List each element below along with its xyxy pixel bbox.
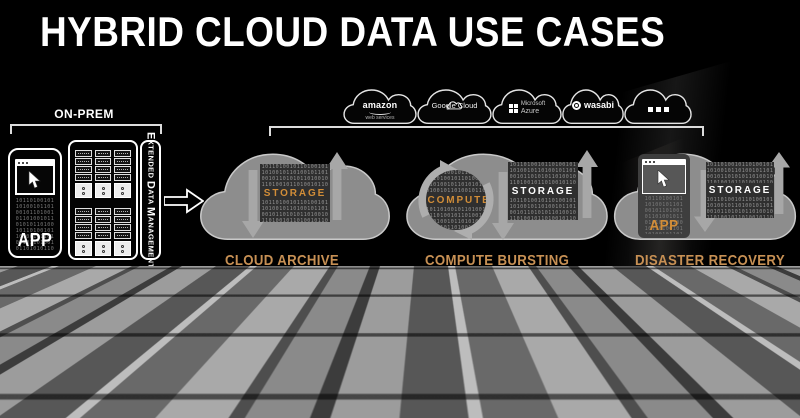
storage-module: 1011010010110100101101001011010010110100… xyxy=(508,162,578,220)
wasabi-logo: wasabi xyxy=(562,100,624,111)
binary-texture: 1011010010110100101101001011010010110100… xyxy=(15,198,55,251)
server-rack-group xyxy=(75,208,132,256)
use-case-paragraph: Copying data from a private cloud to a p… xyxy=(635,280,799,318)
storage-label: STORAGE xyxy=(509,184,577,198)
cloud-outline-icon xyxy=(343,86,417,126)
wasabi-icon xyxy=(571,101,581,111)
cloud-outline-icon xyxy=(562,86,624,126)
use-case-disaster-recovery: DISASTER RECOVERY Copying data from a pr… xyxy=(635,252,799,392)
provider-cloud-google: Google Cloud xyxy=(417,86,492,126)
storage-label: STORAGE xyxy=(261,186,329,200)
public-cloud-providers: amazon web services Google Cloud Microso… xyxy=(343,86,692,126)
cloud-archive-cloud: 1011010010110100101101001011010010110100… xyxy=(198,144,392,246)
server-rack xyxy=(114,150,132,198)
app-label: APP xyxy=(649,217,679,234)
rack-unit xyxy=(94,183,112,198)
google-cloud-label: Google Cloud xyxy=(431,101,478,111)
google-cloud-logo: Google Cloud xyxy=(417,101,492,110)
google-cloud-icon xyxy=(446,101,463,110)
aws-logo: amazon web services xyxy=(343,101,417,121)
server-rack xyxy=(114,208,132,256)
use-case-heading: COMPUTE BURSTING xyxy=(425,252,570,269)
azure-line2: Azure xyxy=(520,107,540,115)
compute-module: 1011010010110100101101001011010010110100… xyxy=(426,170,486,230)
floor-shade xyxy=(0,266,800,418)
rack-unit xyxy=(114,183,132,198)
page-title: HYBRID CLOUD DATA USE CASES xyxy=(40,8,666,55)
compute-label: COMPUTE xyxy=(427,193,486,207)
provider-cloud-aws: amazon web services xyxy=(343,86,417,126)
server-room-floor xyxy=(0,266,800,418)
app-label: APP xyxy=(17,230,53,250)
on-prem-label: ON-PREM xyxy=(54,107,114,121)
server-rack xyxy=(94,150,112,198)
on-prem-servers-block xyxy=(68,140,138,260)
bottom-bar xyxy=(0,402,800,418)
window-titlebar xyxy=(15,159,55,166)
use-case-cloud-archive: CLOUD ARCHIVE Moving data from a private… xyxy=(225,252,376,405)
aws-subtext: web services xyxy=(365,115,395,122)
storage-module: 1011010010110100101101001011010010110100… xyxy=(706,162,774,218)
use-case-paragraph: Move a subset of data from a private clo… xyxy=(425,280,601,331)
provider-cloud-azure: Microsoft Azure xyxy=(492,86,562,126)
rack-unit xyxy=(94,241,112,256)
server-rack xyxy=(75,208,92,256)
server-rack xyxy=(94,208,112,256)
use-case-paragraph: Allows users to leverage the power of pu… xyxy=(425,342,597,406)
server-rack xyxy=(75,150,92,198)
cursor-icon xyxy=(657,170,670,188)
binary-texture: 1011010010110100101101001011010010110100… xyxy=(261,164,329,186)
binary-texture: 1011010010110100101101001011010010110100… xyxy=(509,198,577,220)
aws-smile-icon xyxy=(369,109,391,116)
flow-arrow-icon xyxy=(164,188,204,214)
rack-unit xyxy=(75,183,92,198)
binary-texture: 1011010010110100101101001011010010110100… xyxy=(261,200,329,222)
app-module: 1011010010110100101101001011010010110100… xyxy=(638,154,690,238)
use-case-paragraph: Allows users in verticals such as health… xyxy=(225,329,372,394)
wasabi-label: wasabi xyxy=(583,100,614,111)
compute-bursting-cloud: 1011010010110100101101001011010010110100… xyxy=(404,144,610,246)
edm-label: EXTENDED DATA MANAGEMENT xyxy=(144,131,157,269)
provider-cloud-wasabi: wasabi xyxy=(562,86,624,126)
binary-texture: 1011010010110100101101001011010010110100… xyxy=(426,170,486,193)
more-providers: ... xyxy=(624,101,692,113)
server-rack-group xyxy=(75,150,132,198)
app-binary-panel: 1011010010110100101101001011010010110100… xyxy=(643,196,685,234)
cloud-outline-icon xyxy=(417,86,492,126)
disaster-recovery-cloud: 1011010010110100101101001011010010110100… xyxy=(612,144,798,246)
aws-name: amazon xyxy=(362,100,398,111)
app-window-icon xyxy=(15,159,55,195)
use-case-heading: CLOUD ARCHIVE xyxy=(225,252,340,269)
binary-texture: 1011010010110100101101001011010010110100… xyxy=(706,162,774,183)
use-case-heading: DISASTER RECOVERY xyxy=(635,252,785,269)
extended-data-management-bar: EXTENDED DATA MANAGEMENT xyxy=(140,132,161,268)
windows-icon xyxy=(508,103,518,113)
use-case-paragraph: Moving data from a private cloud to a pu… xyxy=(225,280,377,318)
provider-cloud-more: ... xyxy=(624,86,692,126)
window-body xyxy=(15,166,55,195)
ellipsis-icon xyxy=(647,107,669,113)
app-binary-panel: 1011010010110100101101001011010010110100… xyxy=(14,198,56,251)
azure-line1: Microsoft xyxy=(520,101,546,108)
on-prem-app-block: 1011010010110100101101001011010010110100… xyxy=(8,148,62,258)
cursor-icon xyxy=(28,170,41,188)
on-prem-bracket xyxy=(10,124,162,134)
binary-texture: 1011010010110100101101001011010010110100… xyxy=(706,197,774,218)
window-titlebar xyxy=(642,159,686,165)
binary-texture: 1011010010110100101101001011010010110100… xyxy=(509,162,577,184)
storage-module: 1011010010110100101101001011010010110100… xyxy=(260,164,330,222)
rack-unit xyxy=(114,241,132,256)
binary-texture: 1011010010110100101101001011010010110100… xyxy=(426,207,486,230)
storage-label: STORAGE xyxy=(707,183,773,197)
azure-logo: Microsoft Azure xyxy=(492,101,562,115)
rack-unit xyxy=(75,241,92,256)
cloud-outline-icon xyxy=(624,86,692,126)
cloud-outline-icon xyxy=(492,86,562,126)
providers-bracket xyxy=(269,126,704,136)
app-window-icon xyxy=(642,159,686,194)
window-body xyxy=(642,165,686,194)
binary-texture: 1011010010110100101101001011010010110100… xyxy=(644,196,684,234)
use-case-compute-bursting: COMPUTE BURSTING Move a subset of data f… xyxy=(425,252,605,418)
use-case-paragraph: Allows users with limited on-premises da… xyxy=(635,329,796,381)
